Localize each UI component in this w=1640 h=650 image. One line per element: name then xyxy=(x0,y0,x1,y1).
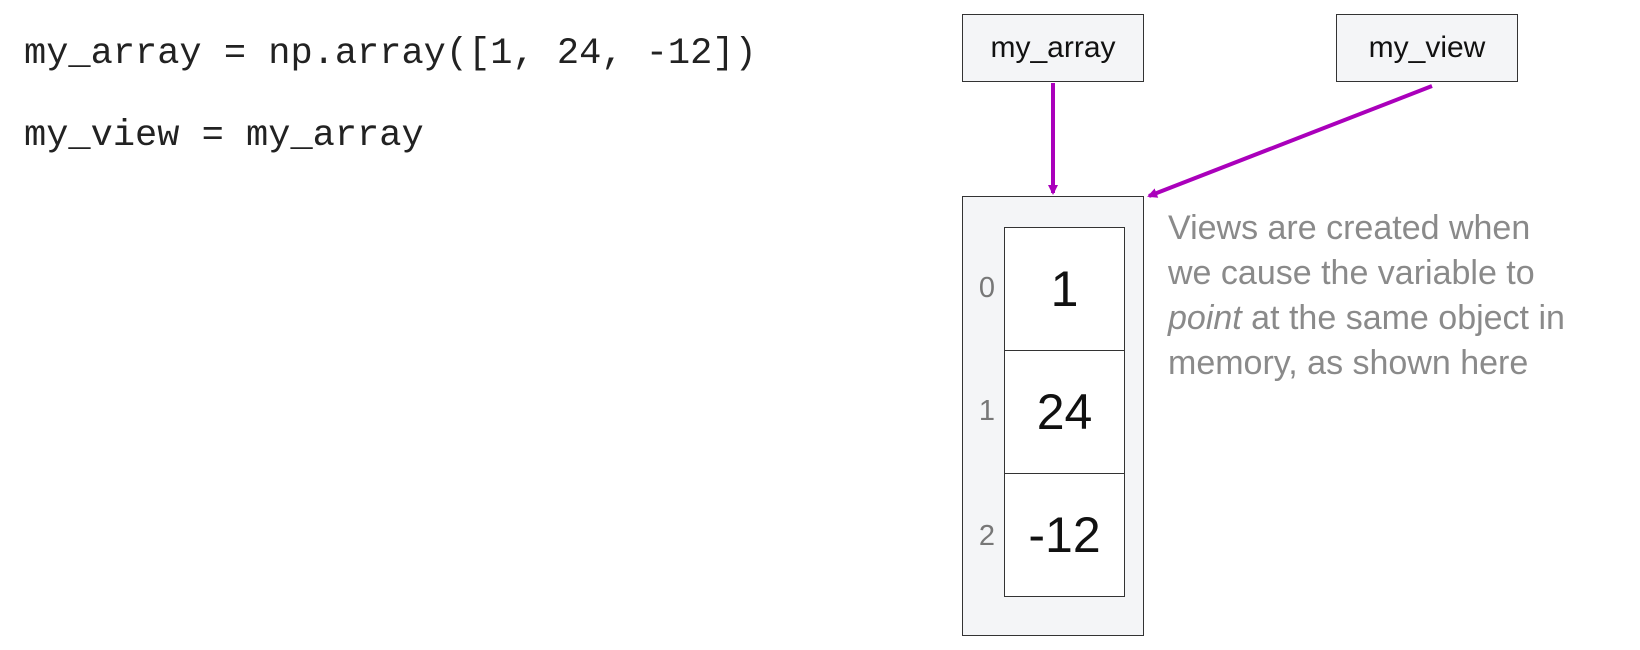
array-index-label: 0 xyxy=(978,272,996,304)
note-line-4: memory, as shown here xyxy=(1168,344,1529,382)
note-emphasis-point: point xyxy=(1168,299,1242,337)
arrow-my-view-to-object xyxy=(1147,84,1433,198)
variable-box-my-array: my_array xyxy=(962,14,1144,82)
array-cell: 24 xyxy=(1004,350,1125,474)
array-cell: 1 xyxy=(1004,227,1125,351)
array-index-label: 2 xyxy=(978,520,996,552)
note-line-2: we cause the variable to xyxy=(1168,254,1535,292)
explanation-note: Views are created when we cause the vari… xyxy=(1168,206,1638,386)
note-line-1: Views are created when xyxy=(1168,209,1531,247)
variable-box-my-view: my_view xyxy=(1336,14,1518,82)
array-cell: -12 xyxy=(1004,473,1125,597)
note-line-3: at the same object in xyxy=(1241,299,1565,337)
array-index-label: 1 xyxy=(978,395,996,427)
code-line-view-assignment: my_view = my_array xyxy=(24,115,424,157)
code-line-array-assignment: my_array = np.array([1, 24, -12]) xyxy=(24,33,757,75)
